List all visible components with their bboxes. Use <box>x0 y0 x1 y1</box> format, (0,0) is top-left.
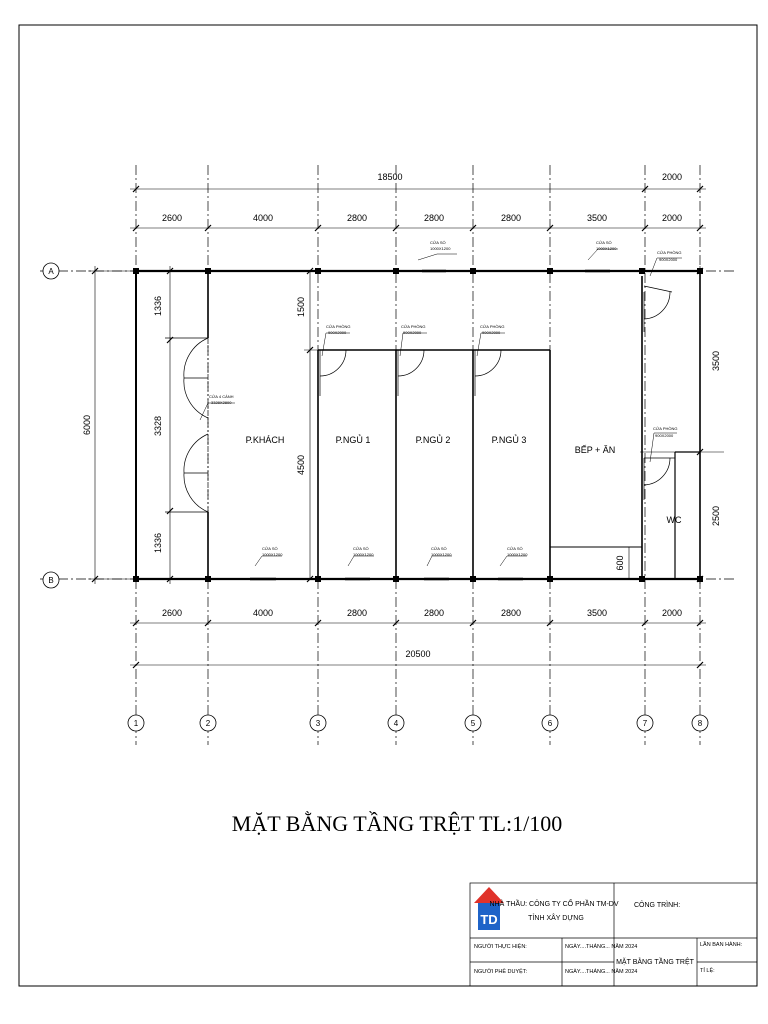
note-window-size: 1000X1200 <box>431 552 452 557</box>
project-label: CÔNG TRÌNH: <box>634 900 680 909</box>
grid-bubbles-columns <box>127 714 709 732</box>
dim-top-3: 2800 <box>347 213 367 223</box>
performer-label: NGƯỜI THỰC HIỆN: <box>474 942 527 950</box>
date-performer: NGÀY....THÁNG... NĂM 2024 <box>565 943 637 950</box>
note-window-label: CỬA SỔ <box>262 546 278 551</box>
grid-bubble-row-a: A <box>42 262 60 280</box>
dim-top-6: 3500 <box>587 213 607 223</box>
note-door-label: CỬA PHÒNG <box>480 324 505 329</box>
note-window-size: 1000X1200 <box>596 246 617 251</box>
dim-bottom-6: 3500 <box>587 608 607 618</box>
grid-label-7: 7 <box>643 719 648 728</box>
dim-600: 600 <box>615 555 625 570</box>
note-window-size: 1000X1200 <box>353 552 374 557</box>
room-label-ngu-1: P.NGỦ 1 <box>336 434 371 445</box>
revision-label: LẦN BAN HÀNH: <box>700 941 743 948</box>
grid-label-2: 2 <box>206 719 211 728</box>
dim-right-1: 3500 <box>711 351 721 371</box>
grid-label-a: A <box>48 267 54 276</box>
dimension-ticks-top <box>132 185 704 232</box>
grid-bubble-row-b: B <box>42 571 60 589</box>
dim-left-2: 3328 <box>153 416 163 436</box>
grid-label-1: 1 <box>134 719 139 728</box>
column-marks <box>133 268 703 582</box>
room-label-wc: WC <box>667 515 682 525</box>
walls <box>135 269 701 581</box>
dim-bottom-1: 2600 <box>162 608 182 618</box>
note-door4-label: CỬA 4 CÁNH <box>209 394 234 399</box>
grid-lines <box>40 165 735 745</box>
date-approver: NGÀY....THÁNG... NĂM 2024 <box>565 968 637 975</box>
note-window-label: CỬA SỔ <box>430 240 446 245</box>
note-door-size: 900X2000 <box>403 330 422 335</box>
logo-house <box>478 903 500 930</box>
note-door-label: CỬA PHÒNG <box>657 250 682 255</box>
sheet-border <box>18 24 758 987</box>
dim-4500: 4500 <box>296 455 306 475</box>
grid-label-5: 5 <box>471 719 476 728</box>
grid-label-3: 3 <box>316 719 321 728</box>
dimension-lines-left <box>88 266 171 584</box>
dim-left-total: 6000 <box>82 415 92 435</box>
room-label-bep: BẾP + ĂN <box>575 445 616 455</box>
dim-right-2: 2500 <box>711 506 721 526</box>
note-window-label: CỬA SỔ <box>431 546 447 551</box>
room-label-ngu-2: P.NGỦ 2 <box>416 434 451 445</box>
dim-top-total: 18500 <box>377 172 402 182</box>
dim-top-4: 2800 <box>424 213 444 223</box>
dim-top-extra: 2000 <box>662 172 682 182</box>
note-door-label: CỬA PHÒNG <box>653 426 678 431</box>
grid-label-8: 8 <box>698 719 703 728</box>
dimension-lines-top <box>130 188 706 229</box>
dim-1500: 1500 <box>296 297 306 317</box>
note-window-label: CỬA SỔ <box>596 240 612 245</box>
note-window-size: 1000X1200 <box>507 552 528 557</box>
note-door-label: CỬA PHÒNG <box>326 324 351 329</box>
grid-label-b: B <box>48 576 53 585</box>
note-door-size: 900X2000 <box>655 433 674 438</box>
note-door-size: 900X2000 <box>659 257 678 262</box>
dimension-ticks-bottom <box>132 619 704 669</box>
logo-text: TD <box>480 912 497 927</box>
title-block <box>469 882 758 987</box>
room-label-ngu-3: P.NGỦ 3 <box>492 434 527 445</box>
note-door-size: 900X2000 <box>328 330 347 335</box>
note-window-size: 1000X1200 <box>430 246 451 251</box>
grid-label-6: 6 <box>548 719 553 728</box>
dim-bottom-3: 2800 <box>347 608 367 618</box>
drawing-title: MẶT BẰNG TẦNG TRỆT TL:1/100 <box>232 811 562 836</box>
dim-bottom-4: 2800 <box>424 608 444 618</box>
note-door-label: CỬA PHÒNG <box>401 324 426 329</box>
windows <box>250 269 610 581</box>
scale-label: TỈ LỆ: <box>700 966 715 974</box>
contractor-name-line2: TỈNH XÂY DỰNG <box>528 913 584 922</box>
dim-top-1: 2600 <box>162 213 182 223</box>
dim-left-1: 1336 <box>153 296 163 316</box>
note-window-size: 1000X1200 <box>262 552 283 557</box>
contractor-name: NHÀ THẦU: CÔNG TY CỔ PHẦN TM-DV <box>490 898 619 908</box>
dim-bottom-5: 2800 <box>501 608 521 618</box>
dim-left-3: 1336 <box>153 533 163 553</box>
note-door4-size: 3328X2800 <box>211 400 232 405</box>
note-window-label: CỬA SỔ <box>507 546 523 551</box>
dim-bottom-7: 2000 <box>662 608 682 618</box>
dim-top-5: 2800 <box>501 213 521 223</box>
note-door-size: 900X2000 <box>482 330 501 335</box>
room-label-khach: P.KHÁCH <box>246 435 285 445</box>
sheet-name: MẶT BẰNG TẦNG TRỆT <box>616 956 695 966</box>
grid-label-4: 4 <box>394 719 399 728</box>
dimension-lines-bottom <box>130 622 706 666</box>
dim-bottom-2: 4000 <box>253 608 273 618</box>
door-swings <box>183 285 675 513</box>
note-window-label: CỬA SỔ <box>353 546 369 551</box>
dim-top-2: 4000 <box>253 213 273 223</box>
logo-roof <box>474 887 504 903</box>
dim-top-7: 2000 <box>662 213 682 223</box>
annotation-leaders <box>199 248 682 567</box>
dim-bottom-total: 20500 <box>405 649 430 659</box>
company-logo: TD <box>474 887 504 930</box>
approver-label: NGƯỜI PHÊ DUYỆT: <box>474 967 528 975</box>
